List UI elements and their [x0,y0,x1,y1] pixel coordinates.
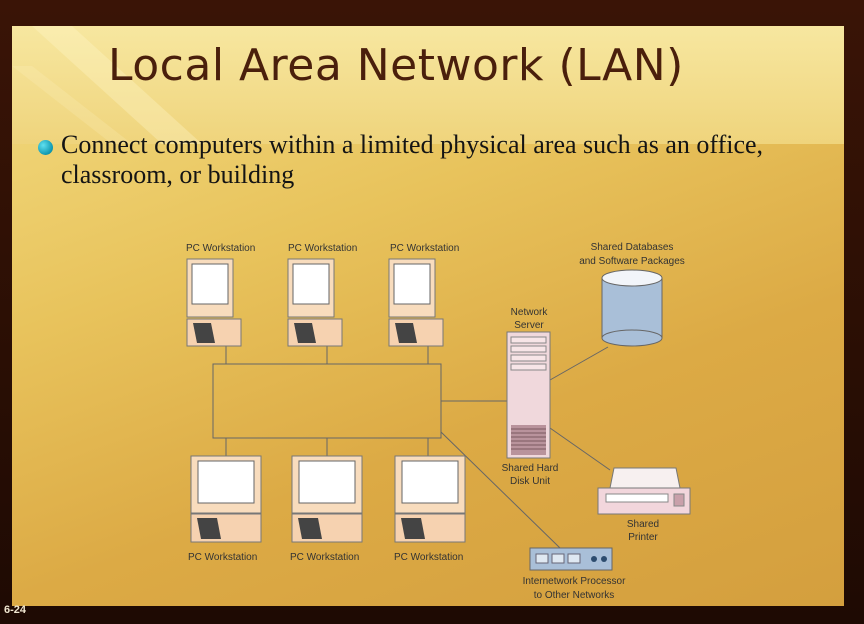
page-title: Local Area Network (LAN) [108,40,684,91]
label-server-line-2: Server [514,320,544,331]
bullet-icon [38,140,53,155]
workstation-bottom-1 [190,455,262,543]
printer-icon [597,467,691,515]
label-hard-disk-line-2: Disk Unit [510,476,550,487]
label-router-line-2: to Other Networks [534,590,615,601]
bullet-text: Connect computers within a limited physi… [61,130,764,189]
label-printer-line-2: Printer [628,532,658,543]
label-hard-disk-line-1: Shared Hard [502,463,559,474]
title-band [12,26,844,144]
label-bottom-workstation-3: PC Workstation [394,552,463,563]
label-database-line-1: Shared Databases [591,242,674,253]
workstation-top-2 [287,258,343,347]
label-bottom-workstation-2: PC Workstation [290,552,359,563]
label-router-line-1: Internetwork Processor [523,576,626,587]
label-database-line-2: and Software Packages [579,256,685,267]
network-server [506,331,551,459]
label-top-workstation-1: PC Workstation [186,243,255,254]
database-icon [601,269,663,347]
slide-number: 6-24 [4,604,27,616]
workstation-top-1 [186,258,242,347]
label-printer-line-1: Shared [627,519,659,530]
label-top-workstation-3: PC Workstation [390,243,459,254]
label-top-workstation-2: PC Workstation [288,243,357,254]
workstation-bottom-2 [291,455,363,543]
connection-lines [225,346,611,549]
label-bottom-workstation-1: PC Workstation [188,552,257,563]
router-icon [529,547,613,571]
workstation-bottom-3 [394,455,466,543]
hub-box [212,363,442,439]
label-server-line-1: Network [511,307,549,318]
workstation-top-3 [388,258,444,347]
